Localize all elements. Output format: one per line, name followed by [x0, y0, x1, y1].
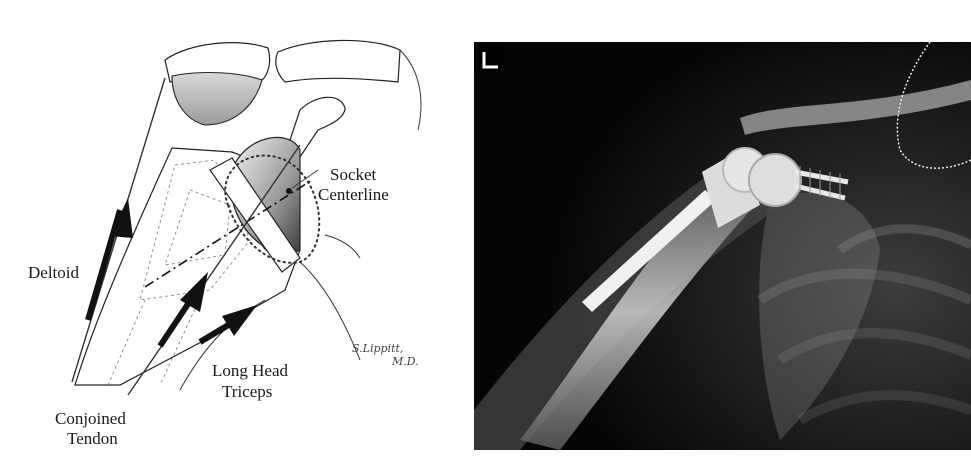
scapula-shadow: [759, 192, 880, 440]
acromion-outline: [275, 39, 401, 83]
implant-screws: [794, 166, 849, 201]
humerus-xray: [520, 175, 760, 450]
label-tendon: Tendon: [67, 429, 118, 448]
label-socket: Socket: [330, 165, 377, 184]
conjoined-arrow-head: [180, 272, 208, 312]
signature-md: M.D.: [391, 355, 419, 368]
label-deltoid: Deltoid: [28, 263, 79, 282]
label-triceps: Triceps: [222, 382, 272, 401]
stem-dash-right: [159, 297, 201, 386]
label-centerline: Centerline: [318, 185, 389, 204]
socket-centerline-point: [286, 188, 292, 194]
rib-3: [797, 390, 971, 425]
scapula-contour-2: [324, 234, 361, 259]
neck-plate: [209, 157, 301, 273]
anatomy-diagram: Socket Centerline Deltoid Long Head Tric…: [28, 39, 422, 448]
clavicle-xray: [740, 80, 971, 135]
label-long-head: Long Head: [212, 361, 289, 380]
orientation-marker-glyph: [482, 52, 498, 69]
socket-centerline: [144, 179, 313, 288]
scapula-contour: [299, 261, 361, 361]
rib-2: [777, 328, 971, 365]
glenoid-dotted-outline: [224, 154, 321, 264]
signature-name: S.Lippitt,: [352, 342, 403, 355]
socket-leader: [291, 169, 319, 189]
acromion-shaded: [171, 71, 263, 126]
rib-1: [757, 268, 971, 305]
orientation-marker-text: L: [486, 65, 487, 67]
rib-4: [837, 224, 971, 254]
necklace-chain: [896, 41, 971, 169]
label-conjoined: Conjoined: [55, 409, 126, 428]
acromion-edge: [399, 49, 422, 131]
implant-glenosphere: [748, 153, 802, 207]
deltoid-arrow-head: [110, 198, 133, 238]
xray-panel: L: [474, 41, 971, 450]
conjoined-line: [127, 144, 301, 396]
triceps-arrow-head: [222, 305, 257, 336]
implant-stem: [582, 190, 716, 312]
